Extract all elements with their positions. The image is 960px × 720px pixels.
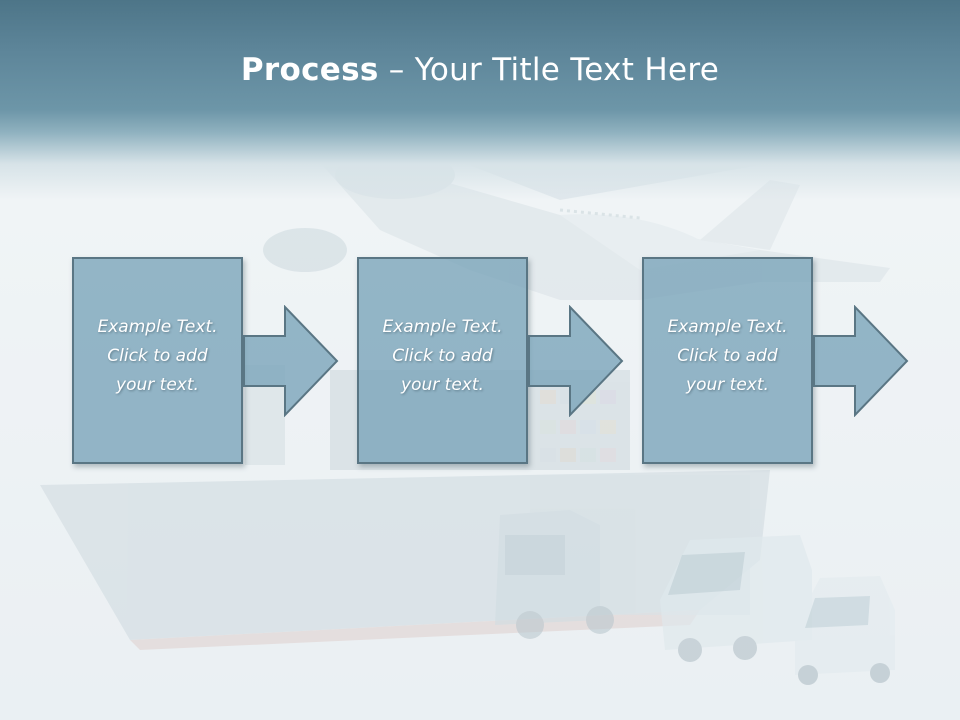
process-step-3[interactable]: Example Text. Click to add your text. xyxy=(642,257,813,464)
process-step-1[interactable]: Example Text. Click to add your text. xyxy=(72,257,243,464)
step-3-text[interactable]: Example Text. Click to add your text. xyxy=(667,317,788,395)
process-step-2[interactable]: Example Text. Click to add your text. xyxy=(357,257,528,464)
right-arrow-icon xyxy=(243,305,339,417)
title-bold: Process xyxy=(240,52,379,88)
step-1-text[interactable]: Example Text. Click to add your text. xyxy=(97,317,218,395)
right-arrow-icon xyxy=(528,305,624,417)
title-rest: – Your Title Text Here xyxy=(378,52,720,88)
step-2-text[interactable]: Example Text. Click to add your text. xyxy=(382,317,503,395)
van-illustration xyxy=(660,535,812,662)
slide-title[interactable]: Process – Your Title Text Here xyxy=(0,52,960,88)
title-band xyxy=(0,0,960,200)
car-illustration xyxy=(795,576,895,685)
right-arrow-icon xyxy=(813,305,909,417)
